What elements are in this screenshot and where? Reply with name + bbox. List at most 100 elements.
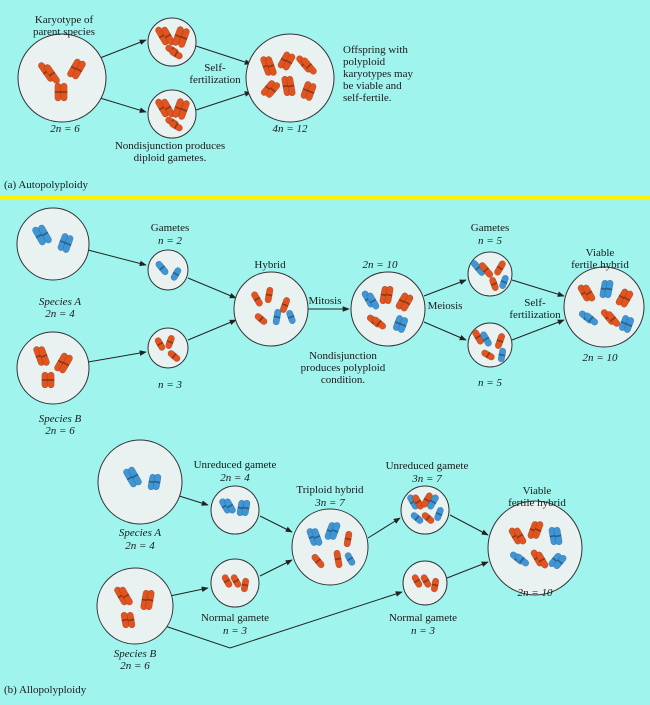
chromosome — [412, 494, 424, 510]
species-b-ploidy-top: 2n = 6 — [45, 425, 75, 437]
species-b-label-bottom: Species B — [113, 648, 157, 660]
self-fertilization-label-a: Self- fertilization — [189, 62, 241, 86]
offspring-cell — [245, 33, 335, 123]
chromosome — [397, 317, 409, 333]
arrow-trip-ug2 — [367, 517, 401, 539]
chromosome — [371, 316, 387, 330]
arrow-ug2-viable — [449, 514, 489, 536]
chromosome — [38, 224, 52, 244]
offspring-note: Offspring with polyploid karyotypes may … — [343, 44, 413, 104]
chromosome — [169, 48, 183, 60]
chromosome — [224, 498, 236, 514]
triploid-ploidy: 3n = 7 — [315, 497, 345, 509]
arrow-ng-trip — [259, 559, 293, 577]
chromosome — [366, 292, 380, 310]
chromosome — [329, 522, 341, 540]
triploid-cell — [291, 508, 369, 586]
viable-cell-top — [563, 266, 645, 348]
gamete-cell-a2 — [147, 89, 197, 139]
arrow-ng2-viable — [446, 561, 489, 579]
polyploid-cell — [350, 271, 426, 347]
chromosome — [221, 574, 233, 588]
chromosome — [411, 574, 423, 588]
normal-gamete2-cell — [402, 560, 448, 606]
chromosome — [154, 337, 166, 351]
panel-label-a: (a) Autopolyploidy — [4, 179, 89, 191]
species-a-ploidy-bottom: 2n = 4 — [125, 540, 155, 552]
parent-species-label: Karyotype of parent species — [33, 14, 95, 38]
chromosome — [44, 64, 60, 84]
gamete-a-ploidy-top: n = 2 — [158, 235, 182, 247]
species-a-ploidy-top: 2n = 4 — [45, 308, 75, 320]
chromosome — [494, 333, 506, 349]
chromosome — [145, 589, 155, 611]
unreduced-gamete-cell — [210, 485, 260, 535]
chromosome — [254, 313, 268, 325]
chromosome — [605, 311, 621, 327]
chromosome — [38, 346, 50, 366]
chromosome — [60, 82, 68, 102]
normal-gamete-cell — [210, 558, 260, 608]
chromosome — [286, 309, 296, 325]
viable-label-top: Viable fertile hybrid — [571, 247, 629, 271]
offspring-ploidy-label: 4n = 12 — [272, 123, 308, 135]
chromosome — [553, 554, 567, 570]
chromosome — [499, 274, 509, 290]
species-b-label-top: Species B — [38, 413, 82, 425]
chromosome — [583, 312, 599, 326]
chromosome — [41, 371, 49, 389]
triploid-label: Triploid hybrid — [296, 484, 364, 496]
gamete2-top-cell — [467, 251, 513, 297]
chromosome — [119, 586, 133, 606]
chromosome — [165, 334, 175, 350]
arrow-sb2-ng — [169, 586, 209, 597]
arrow-poly-g2top — [423, 279, 467, 297]
nondisjunction-note-b: Nondisjunction produces polyploid condit… — [300, 350, 386, 386]
mitosis-label: Mitosis — [308, 295, 342, 307]
chromosome — [478, 262, 494, 278]
chromosome — [161, 26, 175, 46]
gamete2-bottom-cell — [467, 322, 513, 368]
chromosome — [532, 521, 544, 539]
arrows-layer — [87, 39, 565, 649]
chromosome — [311, 553, 325, 569]
arrow-sa2-ug — [175, 494, 209, 506]
panel-divider — [0, 196, 650, 200]
chromosome — [343, 530, 353, 548]
chromosome — [497, 347, 507, 363]
chromosome — [152, 473, 162, 491]
chromosome — [126, 611, 136, 629]
chromosome — [272, 308, 282, 326]
unreduced-gamete2-ploidy: 3n = 7 — [412, 473, 442, 485]
arrow-sb2-ng2 — [164, 591, 403, 649]
chromosome — [430, 577, 440, 593]
chromosome — [230, 574, 242, 588]
unreduced-gamete-label: Unreduced gamete — [193, 459, 277, 471]
chromosome — [251, 291, 263, 307]
gamete-b-ploidy-top: n = 3 — [158, 379, 182, 391]
species-a-label-top: Species A — [38, 296, 82, 308]
normal-gamete2-label: Normal gamete — [388, 612, 458, 624]
gametes-label-top: Gametes — [150, 222, 190, 234]
chromosome — [333, 549, 343, 569]
chromosome — [481, 349, 495, 361]
arrow-parent-gamete2 — [99, 97, 147, 113]
chromosome — [161, 98, 175, 118]
chromosome — [582, 284, 596, 302]
viable-label-bottom: Viable fertile hybrid — [508, 485, 566, 509]
chromosome — [410, 512, 424, 524]
chromosome — [623, 317, 635, 333]
chromosome — [178, 28, 190, 48]
chromosome — [400, 294, 414, 312]
species-b-ploidy-bottom: 2n = 6 — [120, 660, 150, 672]
chromosome — [62, 235, 74, 253]
cells-layer — [16, 17, 645, 645]
arrow-g2top-viable — [511, 279, 565, 297]
chromosome — [420, 574, 432, 588]
arrow-ug-trip — [259, 515, 293, 533]
meiosis-label: Meiosis — [427, 300, 463, 312]
chromosome — [170, 267, 182, 281]
hybrid-label: Hybrid — [254, 259, 286, 271]
